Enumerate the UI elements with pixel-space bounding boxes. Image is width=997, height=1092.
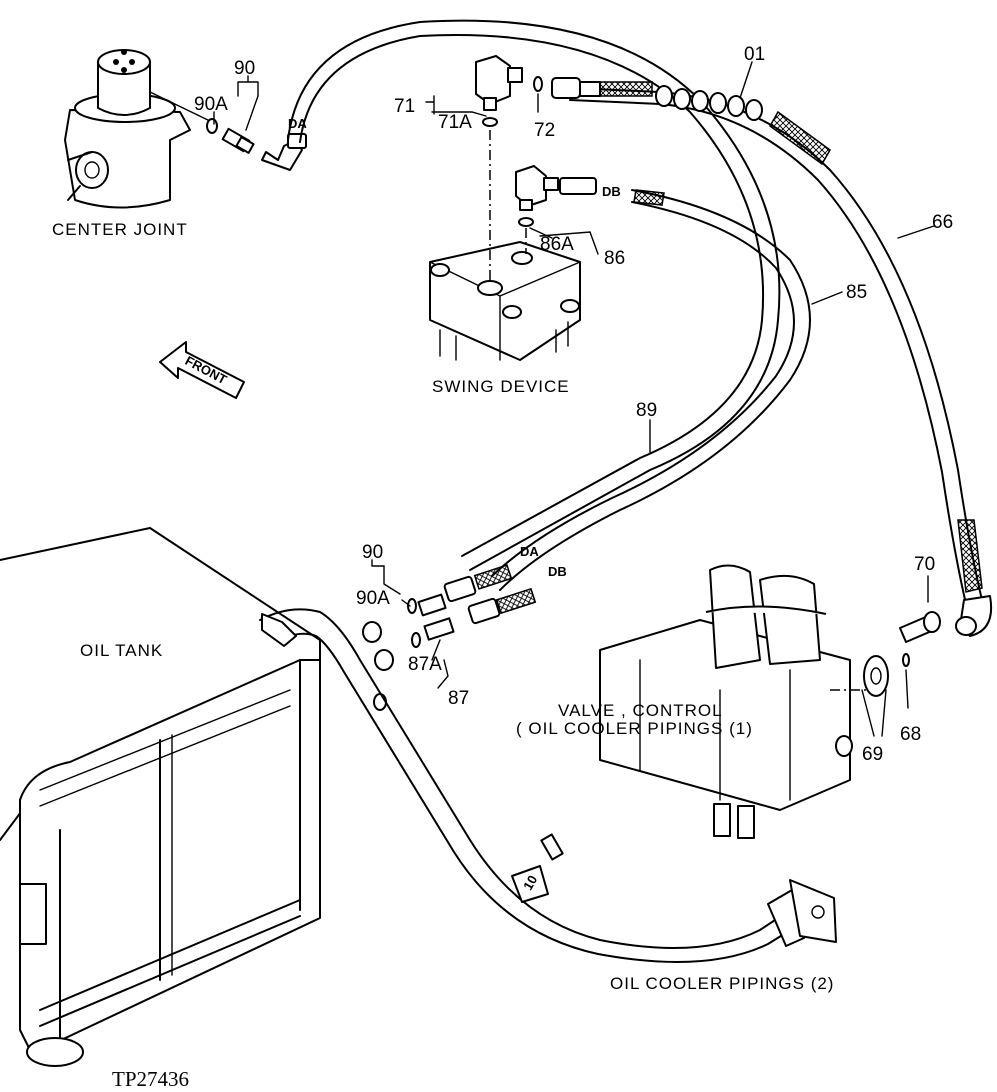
tank-port-studs [362, 621, 394, 711]
elbow-fitting-86 [515, 165, 597, 227]
oil-tank [0, 527, 321, 1067]
callout-87a: 87A [408, 654, 442, 675]
fitting-87 [411, 587, 537, 648]
hose-da-top-loop [287, 19, 781, 571]
valve-control-label: VALVE , CONTROL [558, 701, 723, 720]
port-mark-da-bottom: DA [520, 544, 539, 559]
oil-cooler-pipings-2-label: OIL COOLER PIPINGS (2) [610, 974, 834, 993]
port-mark-da-top: DA [288, 116, 307, 131]
callout-68: 68 [900, 724, 921, 745]
callout-90-top: 90 [234, 58, 255, 79]
callout-leaders [213, 61, 935, 737]
center-joint [64, 49, 218, 209]
elbow-fitting-71 [475, 55, 543, 127]
callout-89: 89 [636, 400, 657, 421]
flange-fitting-69 [863, 611, 941, 697]
oil-cooler-pipe-2 [259, 608, 837, 963]
oil-tank-label: OIL TANK [80, 641, 163, 660]
callout-90a-top: 90A [194, 94, 228, 115]
callout-90a-bottom: 90A [356, 588, 390, 609]
hose-66 [569, 87, 992, 637]
callout-70: 70 [914, 554, 935, 575]
callout-86a: 86A [540, 234, 574, 255]
callout-66: 66 [932, 212, 953, 233]
port-mark-db-bottom: DB [548, 564, 567, 579]
callout-72: 72 [534, 120, 555, 141]
clamp-mark: 10 [520, 873, 540, 893]
callout-69: 69 [862, 744, 883, 765]
hose-01-fitting-section [551, 77, 763, 121]
front-arrow [159, 341, 245, 399]
callout-86: 86 [604, 248, 625, 269]
fitting-90-top [221, 127, 255, 154]
swing-device-label: SWING DEVICE [432, 377, 570, 396]
port-mark-db-top: DB [602, 184, 621, 199]
callout-87: 87 [448, 688, 469, 709]
callout-85: 85 [846, 282, 867, 303]
center-joint-label: CENTER JOINT [52, 220, 188, 239]
hose-85-db [491, 189, 811, 591]
figure-id: TP27436 [112, 1067, 189, 1091]
swing-device [429, 130, 581, 361]
callout-71: 71 [394, 96, 415, 117]
callout-01: 01 [744, 44, 765, 65]
control-valve [599, 564, 866, 839]
fitting-90-bottom [407, 564, 513, 617]
callout-71a: 71A [438, 112, 472, 133]
oil-cooler-pipings-1-label: ( OIL COOLER PIPINGS (1) [516, 719, 753, 738]
callout-90-bottom: 90 [362, 542, 383, 563]
